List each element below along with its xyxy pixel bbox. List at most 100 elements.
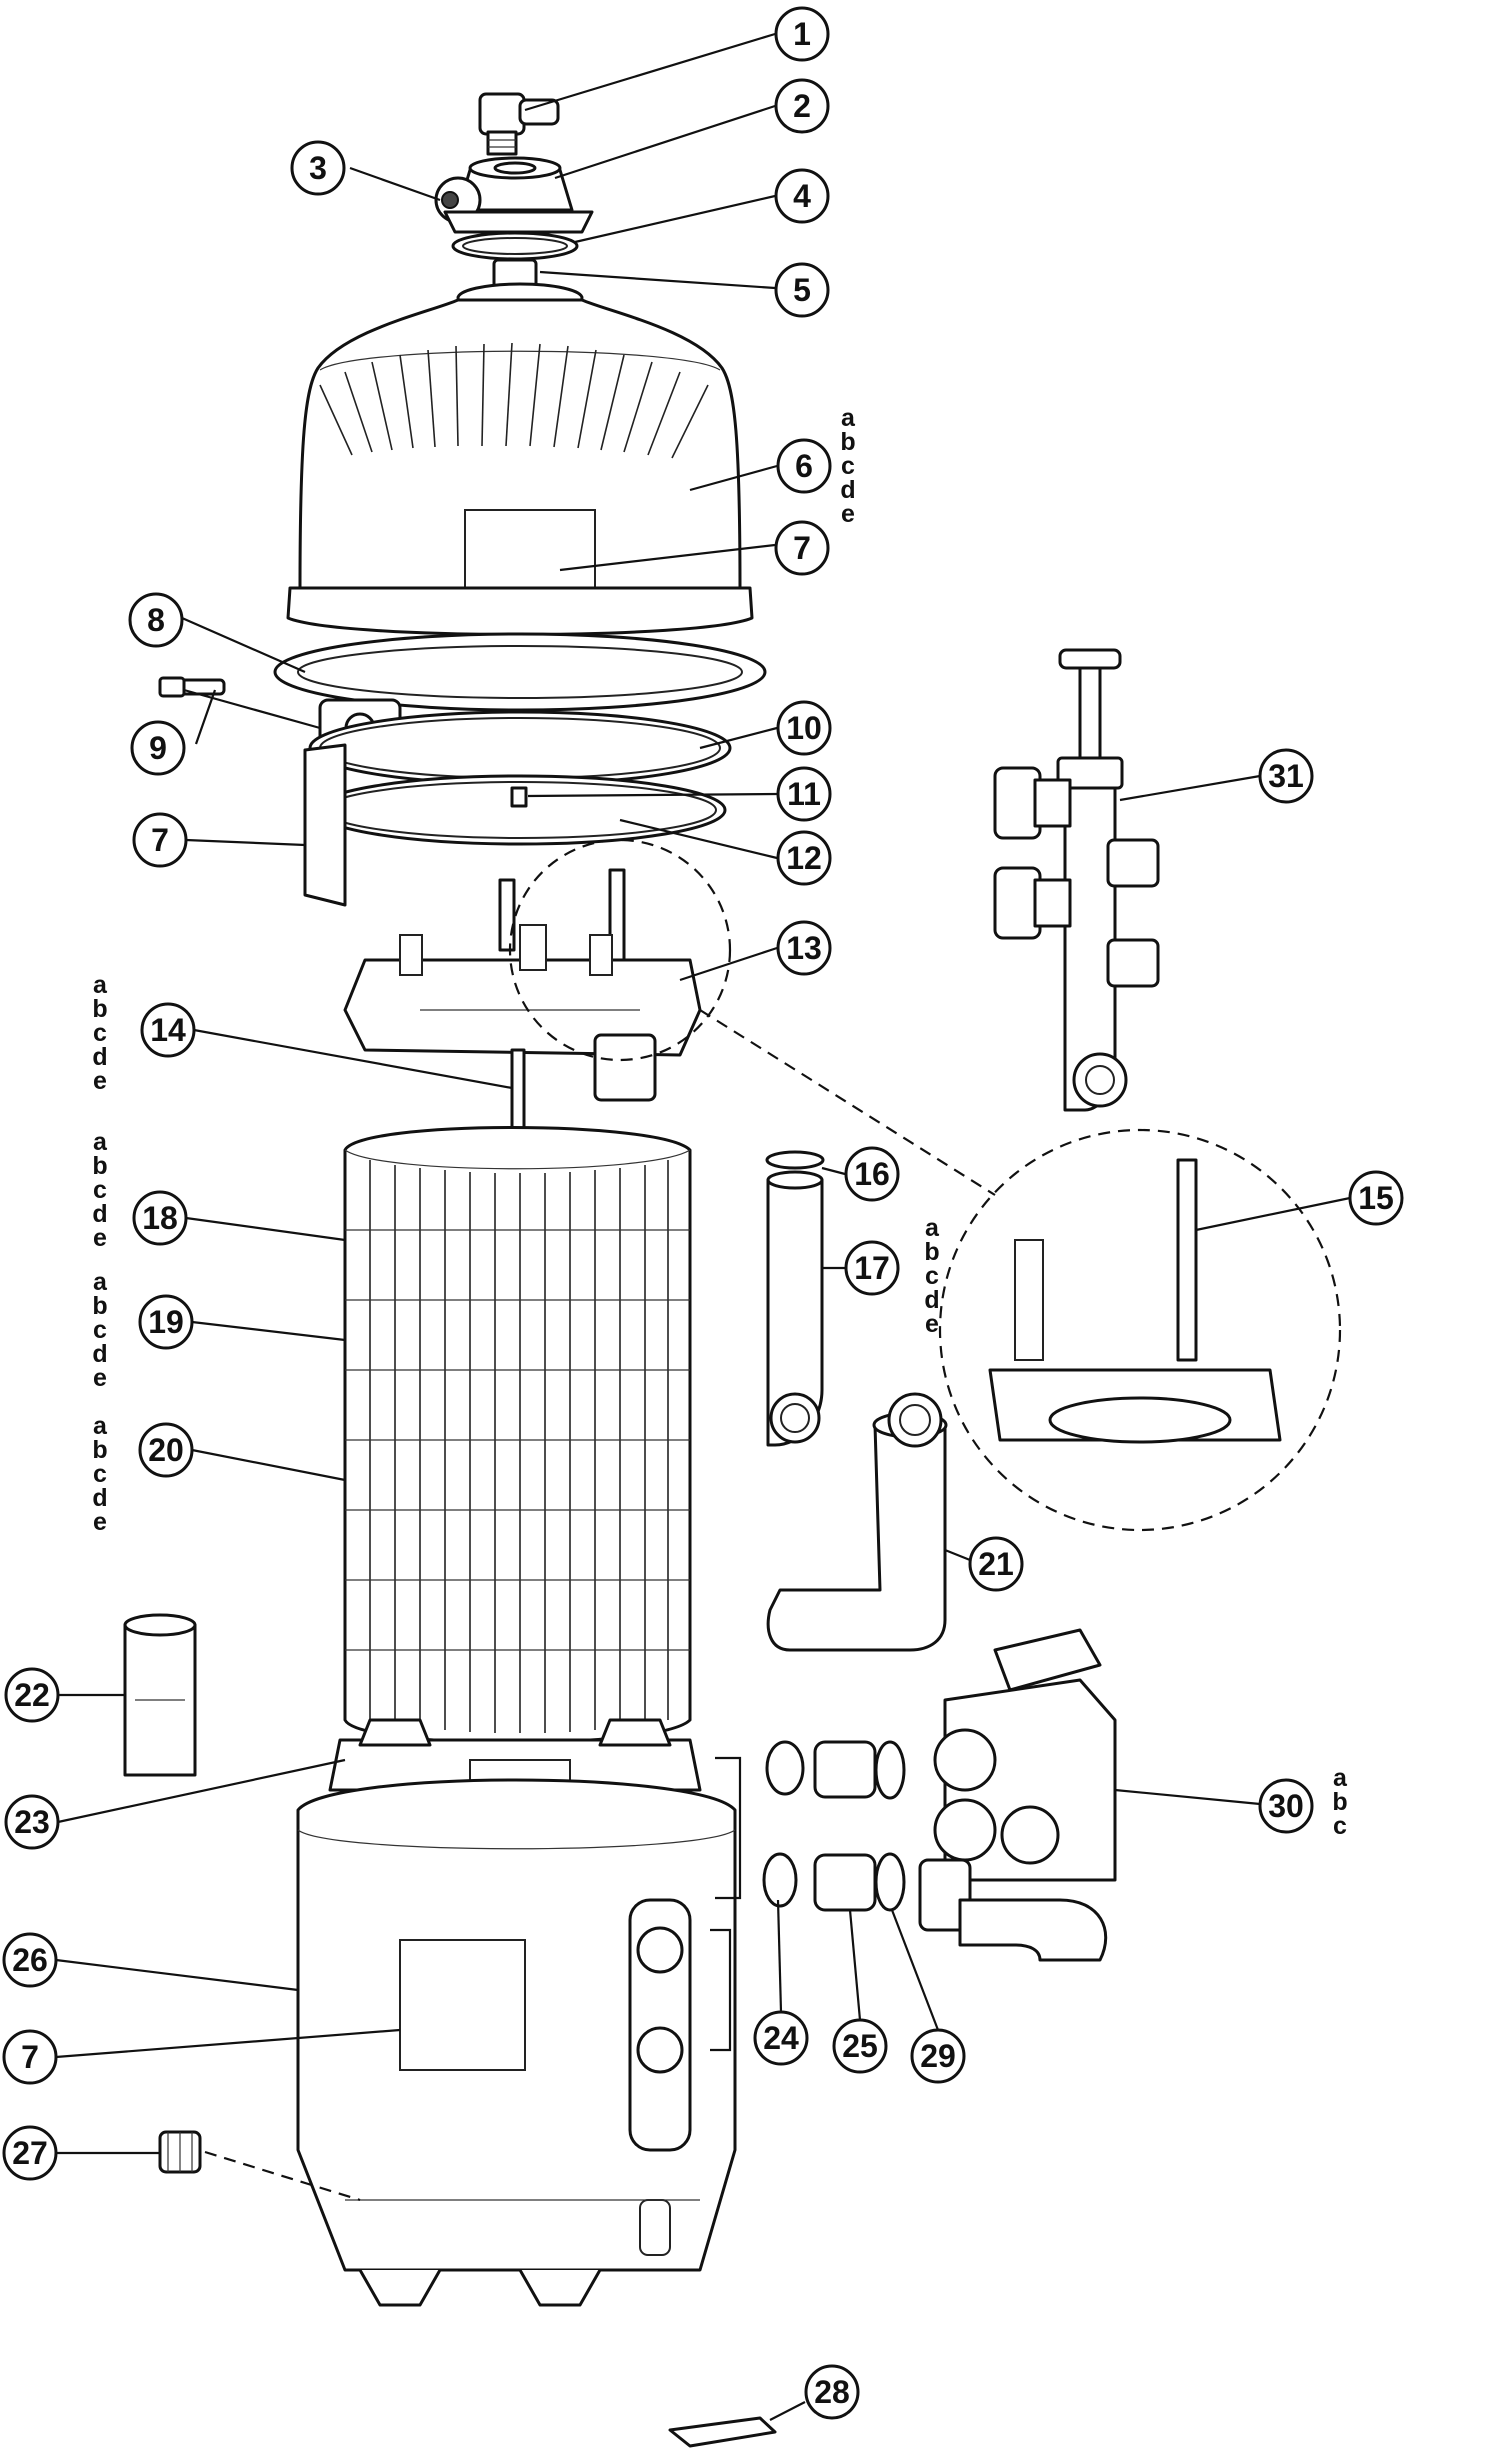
part-clamp-ring <box>158 632 767 762</box>
callout-26: 26 <box>2 1932 58 1988</box>
callout-12: 12 <box>776 830 832 886</box>
callout-13: 13 <box>776 920 832 976</box>
callout-16: 16 <box>844 1146 900 1202</box>
part-filter-element <box>343 1126 692 1744</box>
variant-letter: b <box>92 1152 107 1180</box>
callout-number: 20 <box>148 1432 184 1468</box>
callout-number: 28 <box>814 2374 850 2410</box>
variant-letter: c <box>1333 1812 1347 1840</box>
callout-31: 31 <box>1258 748 1314 804</box>
callout-21: 21 <box>968 1536 1024 1592</box>
callout-number: 17 <box>854 1250 890 1286</box>
part-bracket <box>668 2416 777 2448</box>
part-top-manifold <box>343 868 702 1132</box>
callout-5: 5 <box>774 262 830 318</box>
variant-letter: a <box>93 1412 108 1440</box>
callout-27: 27 <box>2 2125 58 2181</box>
part-tank-body <box>296 1778 737 2307</box>
callout-number: 5 <box>793 272 811 308</box>
variant-letter: d <box>92 1484 107 1512</box>
callout-20: 20 a b c d e <box>92 1412 194 1536</box>
callout-17: 17 a b c d e <box>844 1214 940 1338</box>
callout-number: 22 <box>14 1677 50 1713</box>
variant-letter: c <box>93 1019 107 1047</box>
callout-6: 6 a b c d e <box>776 404 856 528</box>
callout-number: 26 <box>12 1942 48 1978</box>
variant-letter: d <box>92 1200 107 1228</box>
variant-letter: a <box>1333 1764 1348 1792</box>
callout-28: 28 <box>804 2364 860 2420</box>
callout-number: 23 <box>14 1804 50 1840</box>
part-elbow-pipe <box>766 1392 948 1652</box>
part-label-plate-upper <box>303 743 347 907</box>
callout-number: 24 <box>763 2020 799 2056</box>
callout-15: 15 <box>1348 1170 1404 1226</box>
callout-number: 1 <box>793 16 811 52</box>
callout-number: 7 <box>793 530 811 566</box>
part-o-ring-10 <box>308 710 732 786</box>
callout-number: 8 <box>147 602 165 638</box>
part-air-relief-valve <box>478 92 560 156</box>
variant-letter: b <box>924 1238 939 1266</box>
variant-letter: d <box>92 1340 107 1368</box>
leader-lines <box>55 32 1351 2421</box>
callout-8: 8 <box>128 592 184 648</box>
callout-number: 3 <box>309 150 327 186</box>
variant-letter: d <box>92 1043 107 1071</box>
callout-7-lid: 7 <box>774 520 830 576</box>
part-riser-tube <box>766 1170 824 1447</box>
variant-letter: b <box>92 1292 107 1320</box>
variant-letter: e <box>841 500 855 528</box>
part-drain-plug <box>158 2130 202 2174</box>
callout-number: 18 <box>142 1200 178 1236</box>
callout-30: 30 a b c <box>1258 1764 1348 1840</box>
callout-18: 18 a b c d e <box>92 1128 188 1252</box>
detail-source-circle <box>508 838 732 1062</box>
callout-10: 10 <box>776 700 832 756</box>
callout-24: 24 <box>753 2010 809 2066</box>
variant-letter: e <box>93 1224 107 1252</box>
part-multiport-valve <box>993 648 1160 1112</box>
callout-number: 19 <box>148 1304 184 1340</box>
variant-letter: c <box>93 1460 107 1488</box>
callout-2: 2 <box>774 78 830 134</box>
callout-3: 3 <box>290 140 346 196</box>
variant-letter: c <box>93 1316 107 1344</box>
callout-number: 10 <box>786 710 822 746</box>
callout-22: 22 <box>4 1667 60 1723</box>
callout-number: 16 <box>854 1156 890 1192</box>
variant-letter: e <box>93 1508 107 1536</box>
callout-4: 4 <box>774 168 830 224</box>
part-lower-manifold <box>328 1718 702 1792</box>
callout-number: 31 <box>1268 758 1304 794</box>
variant-letter: c <box>925 1262 939 1290</box>
callout-number: 27 <box>12 2135 48 2171</box>
callout-23: 23 <box>4 1794 60 1850</box>
callout-number: 21 <box>978 1546 1014 1582</box>
callout-number: 7 <box>21 2039 39 2075</box>
part-union-fittings <box>762 1740 906 1912</box>
callout-11: 11 <box>776 766 832 822</box>
callout-19: 19 a b c d e <box>92 1268 194 1392</box>
variant-letter: a <box>93 1128 108 1156</box>
callout-9: 9 <box>130 720 186 776</box>
callout-number: 25 <box>842 2028 878 2064</box>
callout-7-plate: 7 <box>132 812 188 868</box>
variant-letter: a <box>841 404 856 432</box>
callout-number: 14 <box>150 1012 186 1048</box>
variant-letter: d <box>924 1286 939 1314</box>
callout-14: 14 a b c d e <box>92 971 196 1095</box>
part-small-screw <box>510 786 528 808</box>
variant-letter: b <box>1332 1788 1347 1816</box>
part-valve-body-with-gauge <box>434 156 594 234</box>
part-o-ring-16 <box>765 1150 825 1170</box>
variant-letter: a <box>93 971 108 999</box>
callout-number: 13 <box>786 930 822 966</box>
variant-letter: b <box>92 995 107 1023</box>
callout-1: 1 <box>774 6 830 62</box>
variant-letter: e <box>925 1310 939 1338</box>
part-six-way-valve <box>918 1628 1117 1962</box>
callout-number: 9 <box>149 730 167 766</box>
callout-number: 15 <box>1358 1180 1394 1216</box>
